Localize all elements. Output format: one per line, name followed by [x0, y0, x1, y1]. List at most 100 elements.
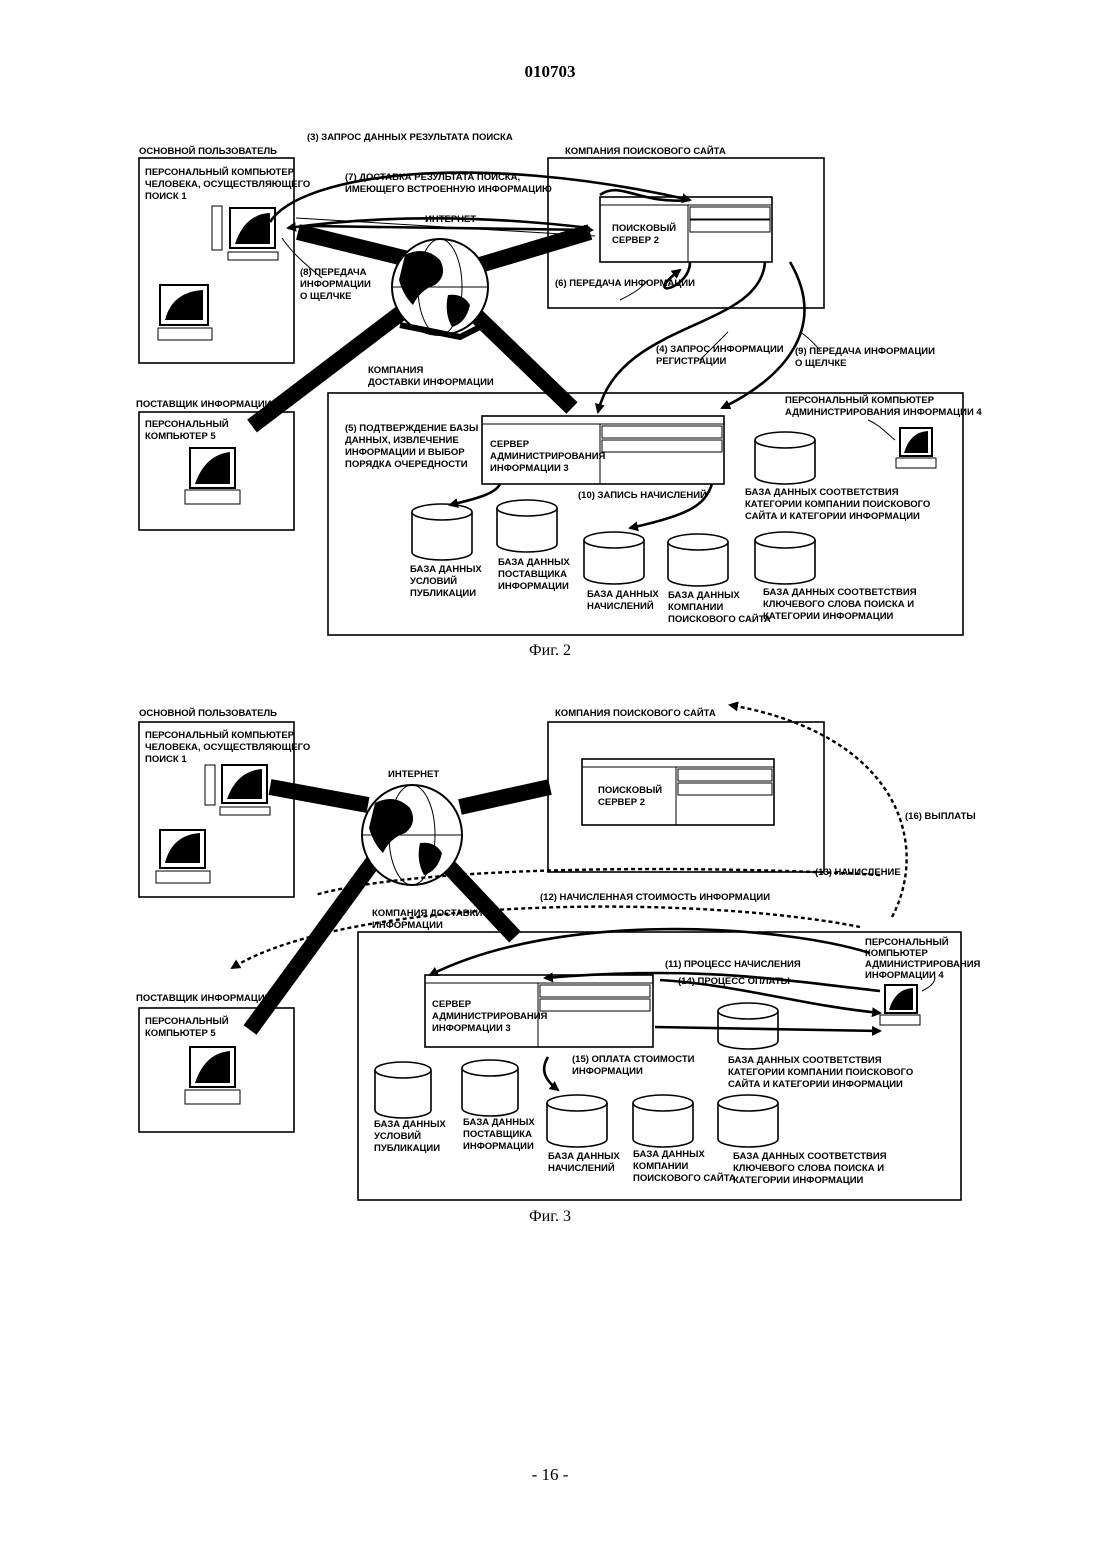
figure-3-caption: Фиг. 3	[0, 1208, 1100, 1226]
fig2-step7-label-1: (7) ДОСТАВКА РЕЗУЛЬТАТА ПОИСКА,	[345, 172, 520, 183]
fig2-searcher-pc-label-3: ПОИСК 1	[145, 191, 187, 202]
fig2-searcher-pc-label-1: ПЕРСОНАЛЬНЫЙ КОМПЬЮТЕР	[145, 166, 295, 178]
fig2-step6-label: (6) ПЕРЕДАЧА ИНФОРМАЦИИ	[555, 278, 695, 289]
page-number: - 16 -	[0, 1465, 1100, 1485]
fig3-db-category-label-1: БАЗА ДАННЫХ СООТВЕТСТВИЯ	[728, 1055, 882, 1066]
figure-2-caption: Фиг. 2	[0, 642, 1100, 660]
fig3-provider-pc-label-1: ПЕРСОНАЛЬНЫЙ	[145, 1015, 229, 1027]
fig2-db-conditions-label-2: УСЛОВИЙ	[410, 575, 457, 587]
fig3-admin-pc-label-2: КОМПЬЮТЕР	[865, 948, 928, 959]
fig3-searcher-pc-label-3: ПОИСК 1	[145, 754, 187, 765]
fig3-search-server-label-2: СЕРВЕР 2	[598, 797, 645, 808]
fig3-db-company-label-3: ПОИСКОВОГО САЙТА	[633, 1172, 736, 1184]
fig2-step8-label-2: ИНФОРМАЦИИ	[300, 279, 371, 290]
db-keyword-icon	[755, 532, 815, 584]
fig2-step7-label-2: ИМЕЮЩЕГО ВСТРОЕННУЮ ИНФОРМАЦИЮ	[345, 184, 552, 195]
fig3-db-provider-label-1: БАЗА ДАННЫХ	[463, 1117, 535, 1128]
fig3-provider-pc-label-2: КОМПЬЮТЕР 5	[145, 1028, 216, 1039]
fig3-step14-label: (14) ПРОЦЕСС ОПЛАТЫ	[678, 976, 790, 987]
fig3-admin-server-label-1: СЕРВЕР	[432, 999, 472, 1010]
db-conditions-icon	[412, 504, 472, 560]
fig3-step11-label: (11) ПРОЦЕСС НАЧИСЛЕНИЯ	[665, 959, 801, 970]
fig2-provider-pc-label-2: КОМПЬЮТЕР 5	[145, 431, 216, 442]
fig3-globe-icon	[362, 785, 462, 885]
fig2-step5-label-2: ДАННЫХ, ИЗВЛЕЧЕНИЕ	[345, 435, 459, 446]
fig2-delivery-company-label-2: ДОСТАВКИ ИНФОРМАЦИИ	[368, 377, 494, 388]
figure-3-diagram: ОСНОВНОЙ ПОЛЬЗОВАТЕЛЬ ПЕРСОНАЛЬНЫЙ КОМПЬ…	[0, 695, 1100, 1205]
fig3-db-category-label-3: САЙТА И КАТЕГОРИИ ИНФОРМАЦИИ	[728, 1078, 903, 1090]
fig3-db-charges-label-2: НАЧИСЛЕНИЙ	[548, 1162, 615, 1174]
fig2-admin-pc-label-1: ПЕРСОНАЛЬНЫЙ КОМПЬЮТЕР	[785, 394, 935, 406]
fig3-step12-label: (12) НАЧИСЛЕННАЯ СТОИМОСТЬ ИНФОРМАЦИИ	[540, 892, 770, 903]
fig2-step4-label-1: (4) ЗАПРОС ИНФОРМАЦИИ	[656, 344, 784, 355]
fig2-provider-label: ПОСТАВЩИК ИНФОРМАЦИИ	[136, 399, 272, 410]
fig3-db-conditions-icon	[375, 1062, 431, 1118]
fig2-admin-server-label-3: ИНФОРМАЦИИ 3	[490, 463, 569, 474]
fig3-db-provider-label-3: ИНФОРМАЦИИ	[463, 1141, 534, 1152]
fig2-db-category-label-1: БАЗА ДАННЫХ СООТВЕТСТВИЯ	[745, 487, 899, 498]
fig3-admin-pc-label-1: ПЕРСОНАЛЬНЫЙ	[865, 936, 949, 948]
fig3-admin-computer-icon	[880, 985, 920, 1025]
fig2-searcher-pc-label-2: ЧЕЛОВЕКА, ОСУЩЕСТВЛЯЮЩЕГО	[145, 179, 310, 190]
provider-computer-icon	[185, 448, 240, 504]
fig2-db-category-label-3: САЙТА И КАТЕГОРИИ ИНФОРМАЦИИ	[745, 510, 920, 522]
fig2-step3-label: (3) ЗАПРОС ДАННЫХ РЕЗУЛЬТАТА ПОИСКА	[307, 132, 513, 143]
fig2-db-keyword-label-1: БАЗА ДАННЫХ СООТВЕТСТВИЯ	[763, 587, 917, 598]
globe-icon	[392, 239, 488, 337]
admin-computer-icon	[896, 428, 936, 468]
fig3-db-charges-icon	[547, 1095, 607, 1147]
fig3-db-conditions-label-2: УСЛОВИЙ	[374, 1130, 421, 1142]
fig2-step5-label-3: ИНФОРМАЦИИ И ВЫБОР	[345, 447, 465, 458]
fig3-provider-computer-icon	[185, 1047, 240, 1104]
fig2-db-conditions-label-1: БАЗА ДАННЫХ	[410, 564, 482, 575]
fig2-db-company-label-3: ПОИСКОВОГО САЙТА	[668, 613, 771, 625]
fig3-admin-server-label-2: АДМИНИСТРИРОВАНИЯ	[432, 1011, 548, 1022]
fig3-db-conditions-label-1: БАЗА ДАННЫХ	[374, 1119, 446, 1130]
fig2-db-keyword-label-2: КЛЮЧЕВОГО СЛОВА ПОИСКА И	[763, 599, 914, 610]
fig2-db-company-label-2: КОМПАНИИ	[668, 602, 723, 613]
fig2-delivery-company-label-1: КОМПАНИЯ	[368, 365, 423, 376]
fig2-admin-server-label-2: АДМИНИСТРИРОВАНИЯ	[490, 451, 606, 462]
fig3-primary-user-label: ОСНОВНОЙ ПОЛЬЗОВАТЕЛЬ	[139, 707, 277, 719]
fig2-db-charges-label-1: БАЗА ДАННЫХ	[587, 589, 659, 600]
fig3-search-server-label-1: ПОИСКОВЫЙ	[598, 784, 662, 796]
fig3-db-charges-label-1: БАЗА ДАННЫХ	[548, 1151, 620, 1162]
fig2-step8-label-3: О ЩЕЛЧКЕ	[300, 291, 352, 302]
fig3-delivery-company-label-1: КОМПАНИЯ ДОСТАВКИ	[372, 908, 482, 919]
db-provider-icon	[497, 500, 557, 552]
figure-2-diagram: ОСНОВНОЙ ПОЛЬЗОВАТЕЛЬ ПЕРСОНАЛЬНЫЙ КОМПЬ…	[0, 0, 1100, 640]
fig3-db-keyword-icon	[718, 1095, 778, 1147]
secondary-computer-icon	[158, 285, 212, 340]
fig3-db-conditions-label-3: ПУБЛИКАЦИИ	[374, 1143, 440, 1154]
searcher-computer-icon	[212, 206, 278, 260]
fig3-delivery-company-label-2: ИНФОРМАЦИИ	[372, 920, 443, 931]
fig3-internet-label: ИНТЕРНЕТ	[388, 769, 439, 780]
fig3-step16-label: (16) ВЫПЛАТЫ	[905, 811, 976, 822]
fig2-db-company-label-1: БАЗА ДАННЫХ	[668, 590, 740, 601]
fig2-db-charges-label-2: НАЧИСЛЕНИЙ	[587, 600, 654, 612]
fig2-db-provider-label-1: БАЗА ДАННЫХ	[498, 557, 570, 568]
fig3-db-company-label-1: БАЗА ДАННЫХ	[633, 1149, 705, 1160]
fig2-db-category-label-2: КАТЕГОРИИ КОМПАНИИ ПОИСКОВОГО	[745, 499, 930, 510]
fig2-step8-label-1: (8) ПЕРЕДАЧА	[300, 267, 367, 278]
fig2-step5-label-4: ПОРЯДКА ОЧЕРЕДНОСТИ	[345, 459, 468, 470]
db-category-icon	[755, 432, 815, 484]
fig2-primary-user-label: ОСНОВНОЙ ПОЛЬЗОВАТЕЛЬ	[139, 145, 277, 157]
fig3-db-company-icon	[633, 1095, 693, 1147]
fig3-searcher-computer-icon	[205, 765, 270, 815]
fig3-db-category-label-2: КАТЕГОРИИ КОМПАНИИ ПОИСКОВОГО	[728, 1067, 913, 1078]
fig2-search-server-label-2: СЕРВЕР 2	[612, 235, 659, 246]
fig3-secondary-computer-icon	[156, 830, 210, 883]
fig2-search-server-label-1: ПОИСКОВЫЙ	[612, 222, 676, 234]
fig2-db-keyword-label-3: КАТЕГОРИИ ИНФОРМАЦИИ	[763, 611, 894, 622]
fig2-admin-server-label-1: СЕРВЕР	[490, 439, 530, 450]
db-company-icon	[668, 534, 728, 586]
fig3-db-keyword-label-1: БАЗА ДАННЫХ СООТВЕТСТВИЯ	[733, 1151, 887, 1162]
fig2-admin-pc-label-2: АДМИНИСТРИРОВАНИЯ ИНФОРМАЦИИ 4	[785, 407, 982, 418]
fig3-db-keyword-label-3: КАТЕГОРИИ ИНФОРМАЦИИ	[733, 1175, 864, 1186]
fig3-admin-pc-label-4: ИНФОРМАЦИИ 4	[865, 970, 944, 981]
fig3-searcher-pc-label-1: ПЕРСОНАЛЬНЫЙ КОМПЬЮТЕР	[145, 729, 295, 741]
fig3-db-provider-label-2: ПОСТАВЩИКА	[463, 1129, 532, 1140]
fig2-step10-label: (10) ЗАПИСЬ НАЧИСЛЕНИЙ	[578, 489, 707, 501]
fig3-search-company-label: КОМПАНИЯ ПОИСКОВОГО САЙТА	[555, 707, 716, 719]
